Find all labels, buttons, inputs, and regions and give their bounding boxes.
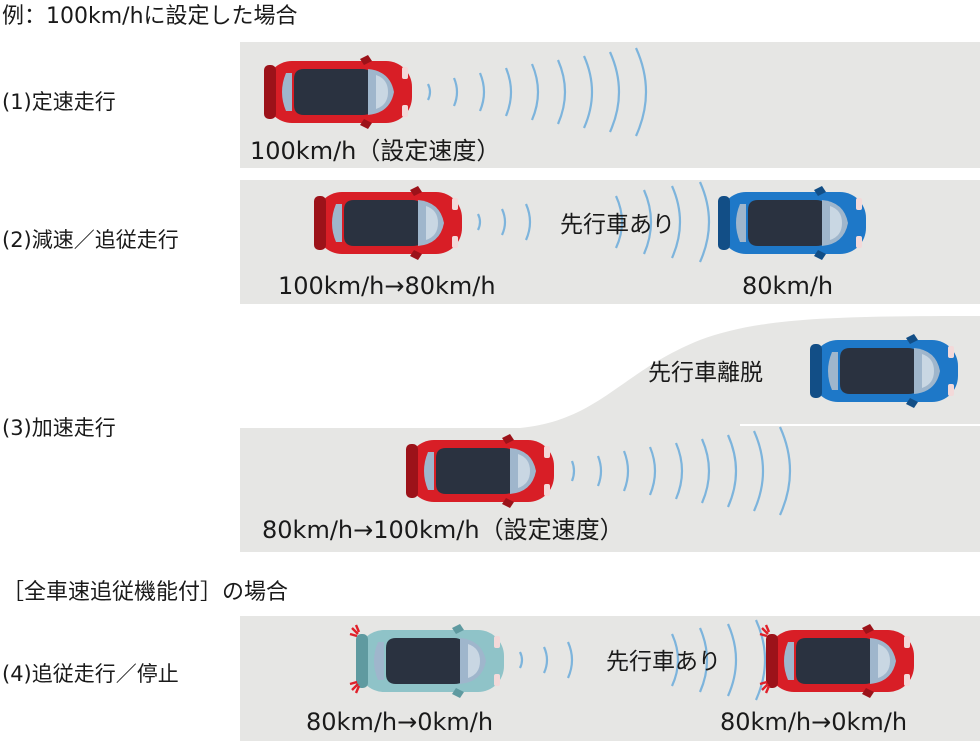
row-label-follow-stop: (4)追従走行／停止 [2, 662, 179, 686]
own-car-row-3 [406, 434, 554, 508]
row-label-accelerate: (3)加速走行 [2, 416, 116, 440]
lead-car-note-row-2: 先行車あり [560, 212, 675, 238]
radar-waves-row-4-far [671, 619, 767, 701]
radar-waves-row-4-near [519, 641, 574, 679]
own-car-row-2 [314, 186, 462, 260]
lead-car-row-4-stopped [766, 624, 914, 698]
example-heading: 例：100km/hに設定した場合 [2, 4, 298, 29]
speed-label-row-2-own: 100km/h→80km/h [278, 272, 496, 300]
row-label-constant-speed: (1)定速走行 [2, 90, 116, 114]
full-speed-heading: ［全車速追従機能付］の場合 [2, 580, 289, 605]
lead-car-note-row-4: 先行車あり [606, 649, 721, 675]
lead-car-row-3 [810, 334, 958, 408]
own-car-row-4-stopped [356, 624, 504, 698]
brake-light-icon [759, 624, 771, 638]
own-car-row-1 [264, 55, 412, 129]
speed-label-row-4-own: 80km/h→0km/h [306, 708, 494, 736]
radar-waves-row-2-near [477, 203, 532, 241]
brake-light-icon [349, 624, 361, 638]
speed-label-row-4-lead: 80km/h→0km/h [720, 708, 908, 736]
lead-car-note-row-3: 先行車離脱 [648, 360, 763, 386]
radar-waves-row-2-far [615, 181, 711, 263]
brake-light-icon [349, 680, 361, 694]
lead-car-row-2 [718, 186, 866, 260]
speed-label-row-1: 100km/h（設定速度） [250, 137, 501, 165]
row-label-decelerate-follow: (2)減速／追従走行 [2, 228, 179, 252]
brake-light-icon [759, 680, 771, 694]
radar-waves-row-3 [570, 426, 792, 516]
speed-label-row-3: 80km/h→100km/h（設定速度） [262, 516, 624, 544]
radar-waves-row-1 [427, 47, 648, 137]
speed-label-row-2-lead: 80km/h [742, 272, 834, 300]
